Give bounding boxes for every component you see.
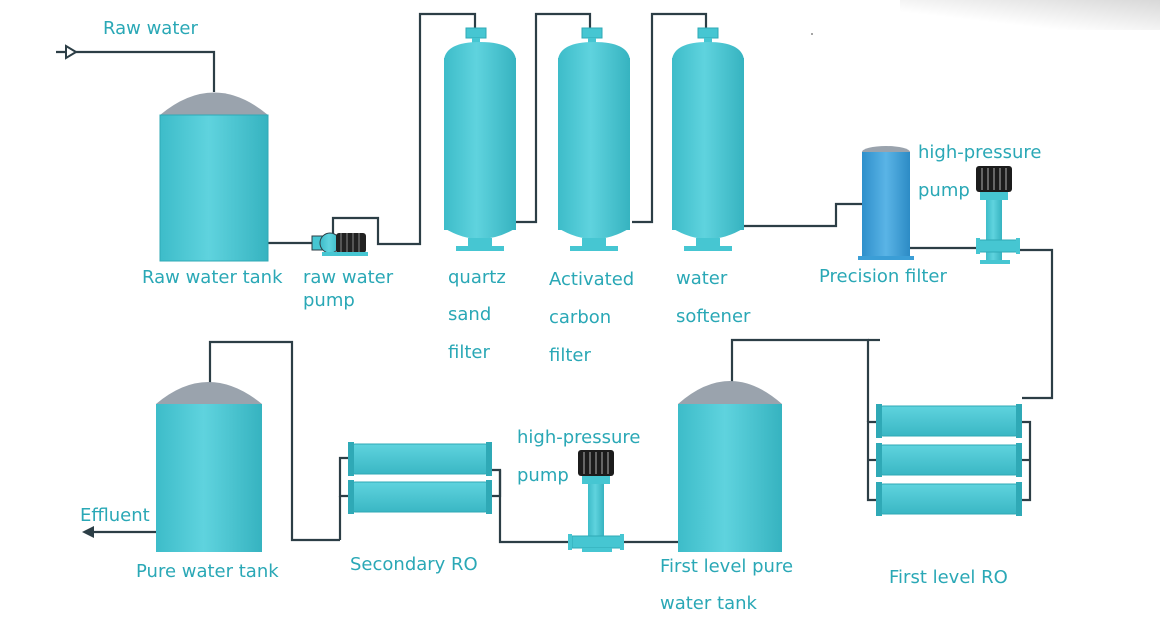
pipe-carbon-softener [632,12,708,224]
pipe-ro2-puretank [208,340,340,542]
dot-mark [811,33,813,35]
label-softener-line1: water [676,268,728,289]
label-carbon-line3: filter [549,345,591,366]
label-secondary-ro: Secondary RO [350,554,478,575]
water-softener [672,27,744,251]
label-raw-water-pump-line2: pump [303,290,355,311]
raw-water-tank [159,92,269,262]
label-precision-filter: Precision filter [819,266,947,287]
corner-shadow [900,0,1160,30]
first-level-ro [876,404,1022,516]
pipe-hppump-ro1 [1018,248,1054,400]
pipe-ro1-tank1 [730,338,870,422]
first-level-pure-water-tank [678,381,782,552]
label-quartz-line3: filter [448,342,490,363]
label-quartz-line2: sand [448,304,492,325]
effluent-arrow-icon [82,526,94,538]
inlet-valve-icon [65,44,78,60]
high-pressure-pump-1-icon [976,166,1020,264]
pipe-hppump2-ro2 [488,468,570,544]
label-pure-water-tank: Pure water tank [136,561,279,582]
raw-water-pump-icon [311,232,368,256]
label-carbon-line1: Activated [549,269,635,290]
label-softener-line2: softener [676,306,751,327]
pure-water-tank [156,382,262,552]
secondary-ro [348,442,492,514]
label-quartz-line1: quartz [448,267,506,288]
label-hp-pump2-line2: pump [517,465,569,486]
label-first-level-ro: First level RO [889,567,1008,588]
label-raw-water: Raw water [103,18,198,39]
pipes [56,12,1054,544]
label-effluent: Effluent [80,505,150,526]
label-first-pure-line1: First level pure [660,556,794,577]
label-raw-water-pump-line1: raw water [303,267,394,288]
high-pressure-pump-2-icon [568,450,624,552]
pipe-pump-quartz [331,12,477,246]
label-hp-pump1-line1: high-pressure [918,142,1042,163]
activated-carbon-filter [558,27,630,251]
label-hp-pump1-line2: pump [918,180,970,201]
pipe-softener-precision [744,202,864,228]
precision-filter [858,146,914,260]
label-raw-water-tank: Raw water tank [142,267,283,288]
pipe-raw-inlet [56,50,216,92]
pipe-quartz-carbon [516,12,592,224]
label-hp-pump2-line1: high-pressure [517,427,641,448]
pipe-ro2-left [338,456,352,498]
label-first-pure-line2: water tank [660,593,757,614]
label-carbon-line2: carbon [549,307,612,328]
quartz-sand-filter [444,27,516,251]
